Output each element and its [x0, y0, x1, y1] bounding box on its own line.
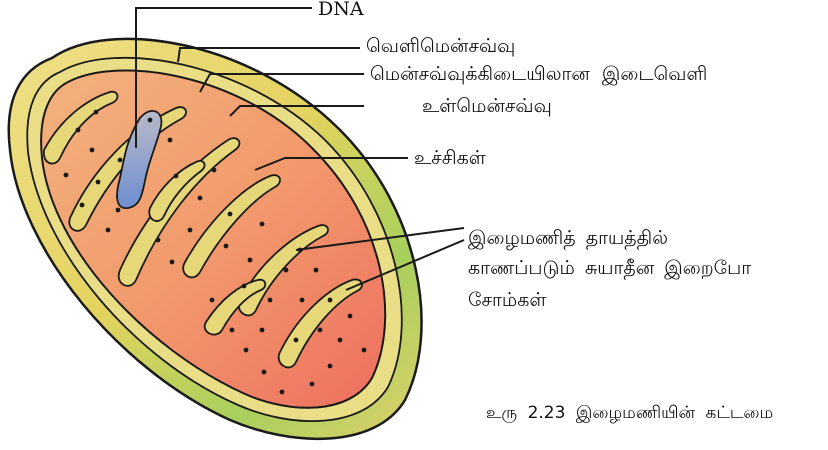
ribosome-dot — [210, 298, 215, 303]
ribosome-dot — [90, 148, 95, 153]
ribosome-dot — [294, 338, 299, 343]
ribosome-dot — [338, 338, 343, 343]
figure-caption: உரு 2.23 இழைமணியின் கட்டமை — [486, 404, 773, 424]
ribosome-dot — [248, 258, 253, 263]
ribosome-dot — [80, 203, 85, 208]
ribosome-dot — [244, 348, 249, 353]
ribosome-dot — [268, 298, 273, 303]
ribosome-dot — [168, 138, 173, 143]
ribosome-dot — [310, 382, 315, 387]
ribosome-dot — [96, 180, 101, 185]
label-cristae: உச்சிகள் — [414, 148, 486, 170]
ribosome-dot — [224, 244, 229, 249]
ribosome-dot — [318, 328, 323, 333]
ribosome-dot — [362, 348, 367, 353]
ribosome-dot — [280, 390, 285, 395]
ribosome-dot — [262, 370, 267, 375]
ribosome-dot — [242, 284, 247, 289]
ribosome-dot — [260, 222, 265, 227]
label-dna: DNA — [318, 0, 364, 21]
ribosome-dot — [64, 173, 69, 178]
label-intermembrane-space: மென்சவ்வுக்கிடையிலான இடைவெளி — [370, 64, 707, 86]
ribosome-dot — [230, 328, 235, 333]
ribosome-dot — [328, 364, 333, 369]
label-ribosomes-line3: சோம்கள் — [468, 290, 547, 312]
ribosome-dot — [284, 268, 289, 273]
ribosome-dot — [148, 118, 153, 123]
ribosome-dot — [174, 174, 179, 179]
ribosome-dot — [116, 208, 121, 213]
ribosome-dot — [170, 260, 175, 265]
ribosome-dot — [118, 158, 123, 163]
ribosome-dot — [76, 128, 81, 133]
ribosome-dot — [156, 238, 161, 243]
ribosome-dot — [228, 212, 233, 217]
ribosome-dot — [188, 228, 193, 233]
label-outer-membrane: வெளிமென்சவ்வு — [366, 36, 515, 58]
ribosome-dot — [212, 168, 217, 173]
label-inner-membrane: உள்மென்சவ்வு — [422, 96, 552, 118]
ribosome-dot — [94, 110, 99, 115]
ribosome-dot — [314, 268, 319, 273]
ribosome-dot — [198, 196, 203, 201]
ribosome-dot — [260, 328, 265, 333]
label-ribosomes-line1: இழைமணித் தாயத்தில் — [468, 228, 668, 250]
ribosome-dot — [106, 228, 111, 233]
ribosome-dot — [300, 298, 305, 303]
label-ribosomes-line2: காணப்படும் சுயாதீன இறைபோ — [468, 258, 751, 280]
ribosome-dot — [348, 314, 353, 319]
ribosome-dot — [328, 298, 333, 303]
